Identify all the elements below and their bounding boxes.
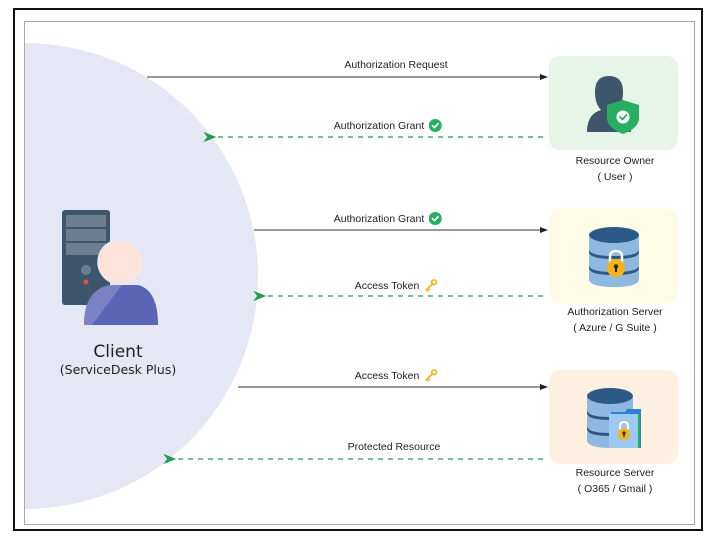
flow-label-text: Access Token	[354, 369, 420, 382]
key-icon	[425, 369, 437, 382]
authorization-server-label: Authorization Server ( Azure / G Suite )	[535, 304, 694, 336]
flow-label-text: Protected Resource	[347, 441, 441, 453]
flow-label-2: Authorization Grant	[333, 119, 443, 132]
flow-label-3: Authorization Grant	[333, 212, 443, 225]
resource-owner-box	[549, 56, 678, 150]
flow-arrows	[147, 74, 548, 465]
resource-server-subtitle: ( O365 / Gmail )	[577, 483, 653, 495]
key-icon	[425, 279, 437, 292]
database-folder-lock-icon	[587, 388, 641, 448]
flow-label-text: Access Token	[354, 279, 420, 292]
flow-label-1: Authorization Request	[344, 59, 447, 71]
database-lock-icon	[589, 227, 639, 287]
flow-label-text: Authorization Grant	[333, 212, 425, 225]
check-circle-icon	[429, 212, 443, 225]
flow-label-text: Authorization Grant	[333, 119, 425, 132]
authorization-server-box	[549, 209, 678, 303]
flow-label-6: Protected Resource	[348, 441, 441, 453]
diagram-canvas: Client (ServiceDesk Plus) Authorization …	[24, 21, 695, 525]
check-circle-icon	[429, 119, 443, 132]
user-shield-icon	[587, 76, 639, 134]
authorization-server-title: Authorization Server	[567, 306, 663, 318]
server-user-icon	[62, 210, 158, 325]
client-title: Client	[93, 342, 143, 362]
resource-server-box	[549, 370, 678, 464]
resource-owner-subtitle: ( User )	[597, 171, 633, 183]
client-subtitle: (ServiceDesk Plus)	[59, 362, 177, 377]
flow-label-4: Access Token	[355, 279, 438, 292]
resource-owner-title: Resource Owner	[575, 155, 655, 167]
resource-server-title: Resource Server	[575, 467, 655, 479]
flow-label-text: Authorization Request	[344, 59, 448, 71]
authorization-server-subtitle: ( Azure / G Suite )	[573, 322, 657, 334]
flow-label-5: Access Token	[355, 369, 438, 382]
resource-server-label: Resource Server ( O365 / Gmail )	[535, 465, 694, 497]
resource-owner-label: Resource Owner ( User )	[535, 153, 694, 185]
